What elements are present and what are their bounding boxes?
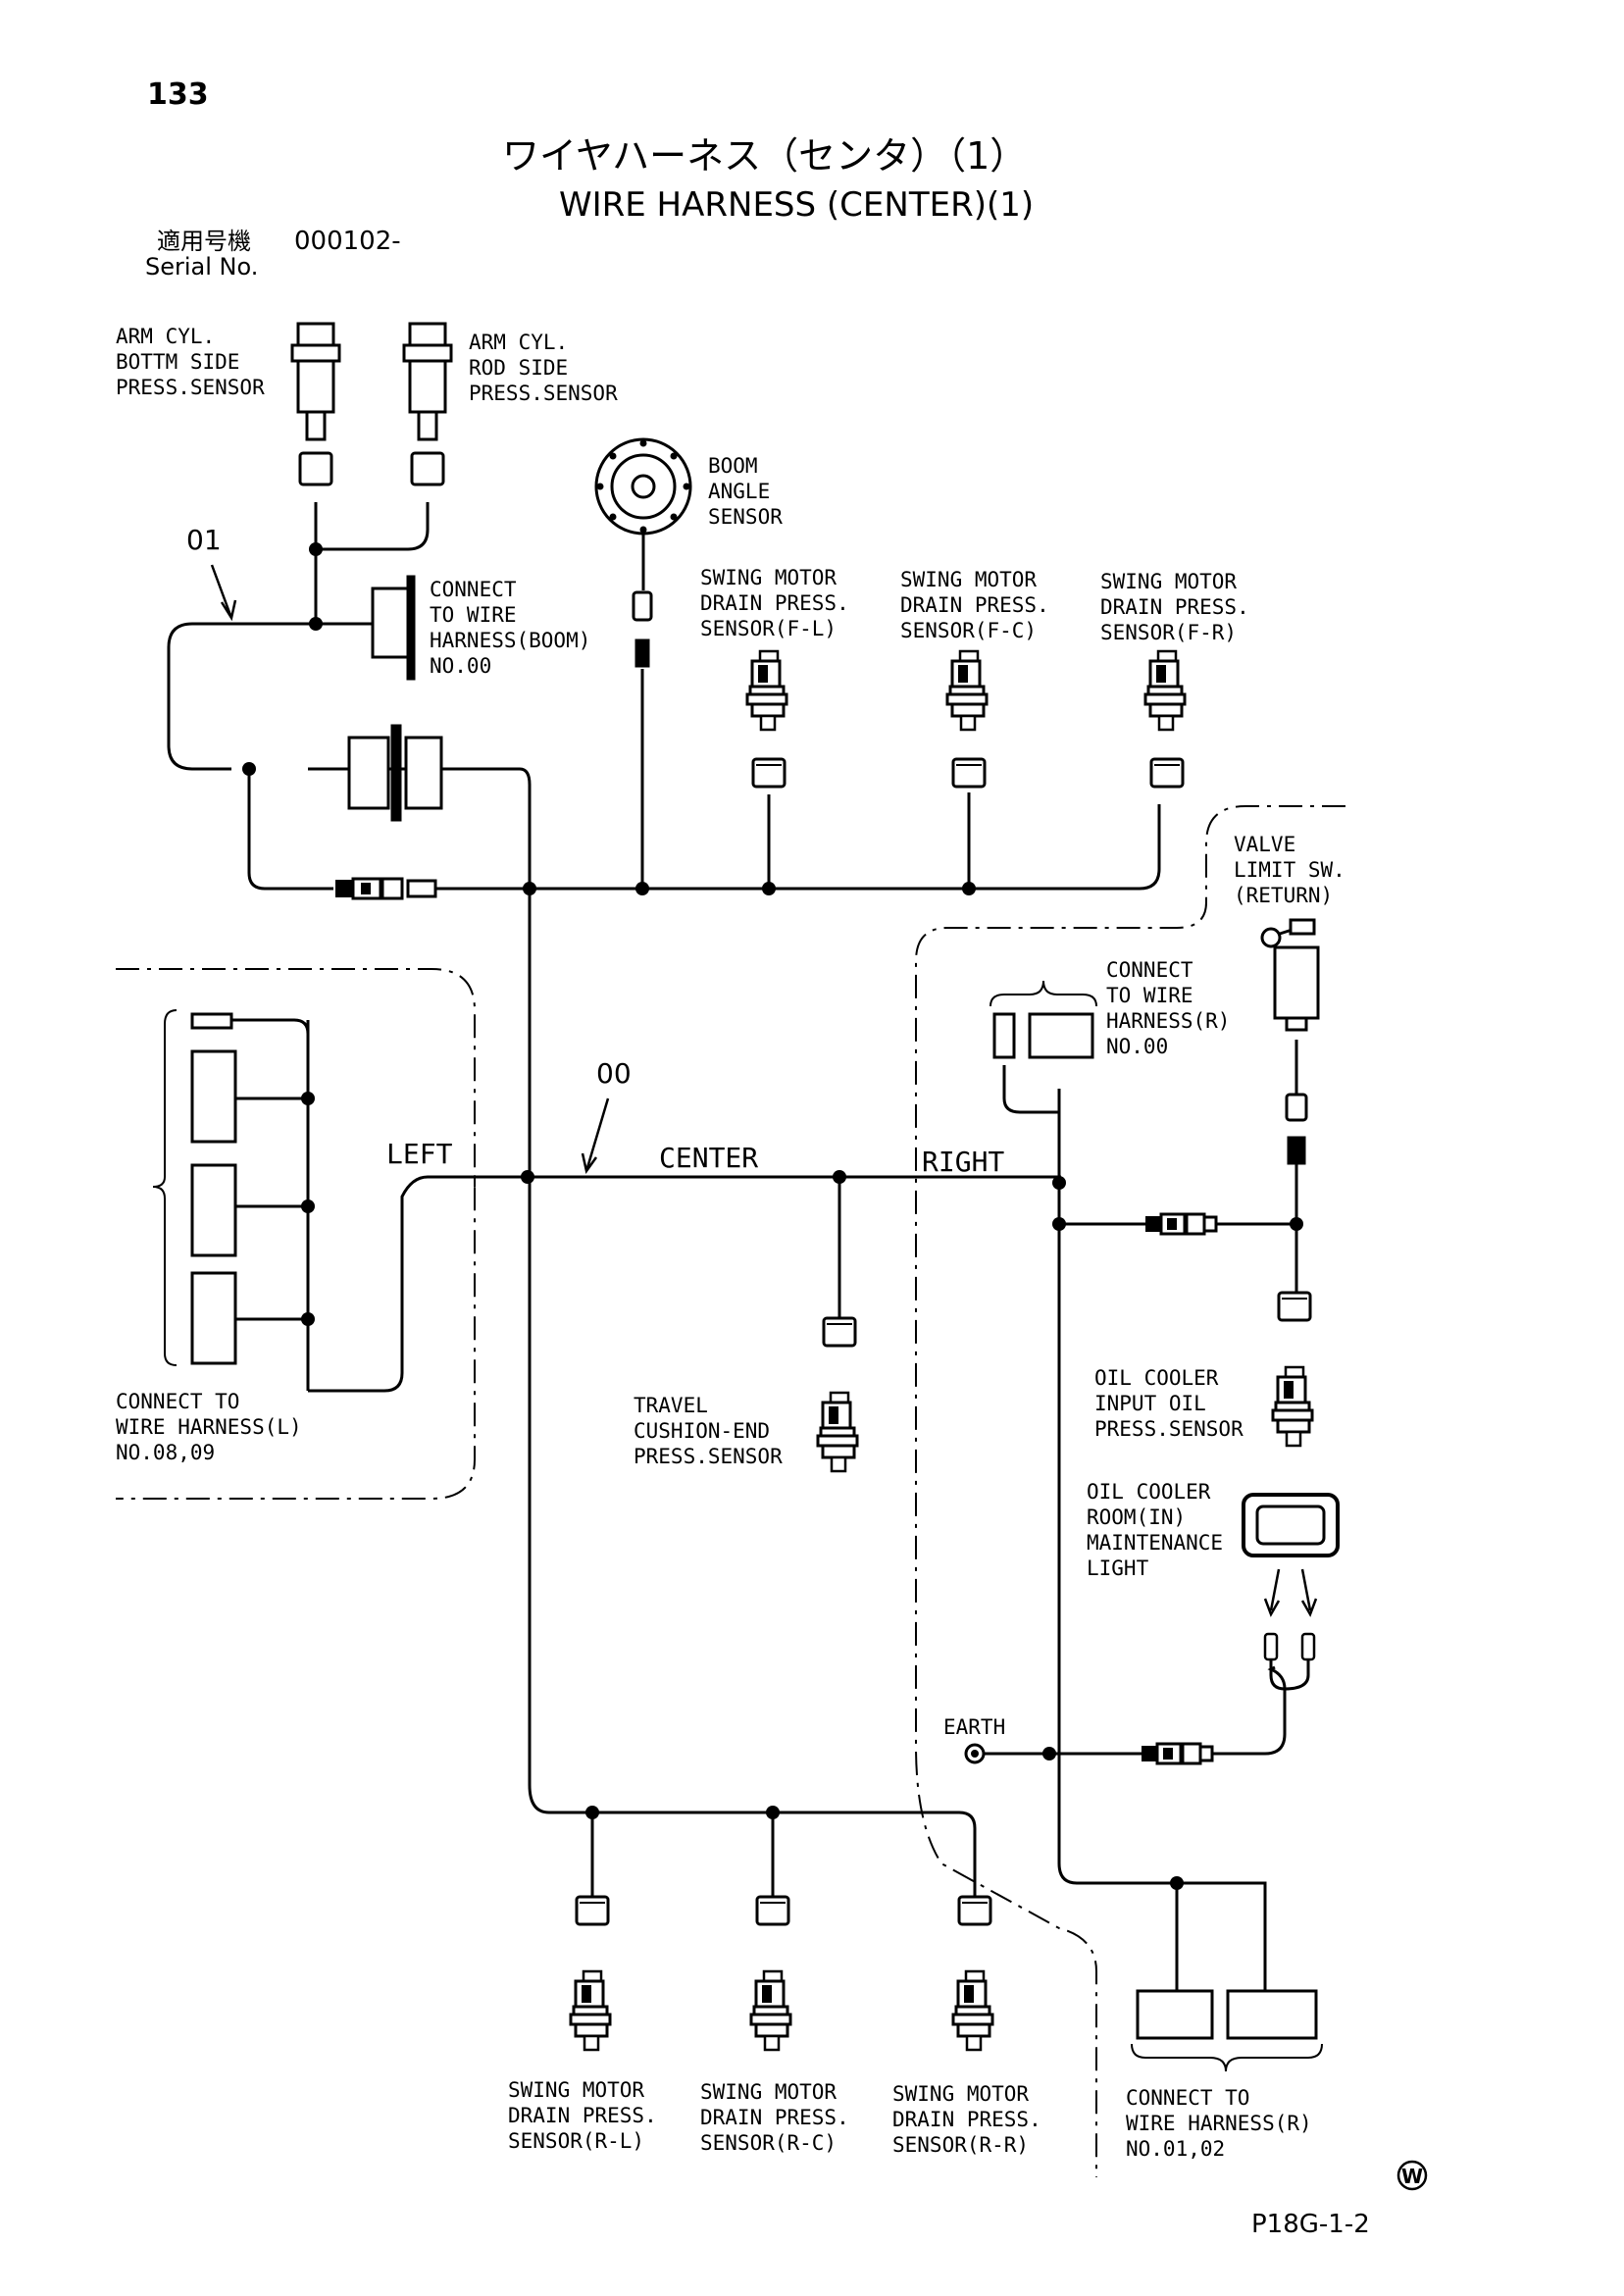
boundaries (116, 805, 1345, 2177)
earth-icon (964, 1743, 986, 1764)
swing-sensor-rl-icon (569, 1895, 612, 2052)
section-right: RIGHT (922, 1146, 1004, 1178)
wire-light (1212, 1665, 1287, 1756)
boundary-left (116, 968, 476, 1500)
serial-value: 000102- (294, 227, 401, 256)
swing-sensor-fr-icon (1143, 649, 1187, 789)
boundary-right (915, 805, 1345, 2177)
swing-sensor-fl-icon (745, 649, 788, 789)
watermark-mark: W (1396, 2160, 1428, 2191)
inline-connector-right-icon (1145, 1212, 1218, 1236)
swing-sensor-fc-icon (945, 649, 989, 789)
section-center: CENTER (659, 1142, 758, 1174)
swing-sensor-rc-icon (749, 1895, 792, 2052)
harness-01-label: 01 (186, 524, 222, 556)
left-harness-connectors-icon (190, 1012, 237, 1365)
wire-left-down (308, 1175, 429, 1393)
title-jp: ワイヤハーネス（センタ）（1） (502, 134, 1027, 178)
arm-bottom-sensor-icon (290, 322, 341, 486)
serial-label-en: Serial No. (145, 253, 258, 281)
wire-trunk-upper (308, 767, 532, 889)
wire-loop-left2 (431, 804, 1161, 891)
earth-label: EARTH (943, 1715, 1005, 1739)
wire-left-top (231, 1018, 310, 1035)
round-connector-icon (347, 724, 443, 822)
boom-angle-sensor-icon (594, 437, 692, 668)
valve-limit-switch-icon (1260, 918, 1320, 1165)
drawing-code: P18G-1-2 (1251, 2210, 1370, 2239)
harness-00-label: 00 (596, 1057, 632, 1090)
serial-label-jp: 適用号機 (157, 228, 251, 255)
swing-sensor-rr-icon (951, 1895, 994, 2052)
harness-00-arrow-icon (581, 1097, 610, 1175)
watermark-letter: W (1401, 2165, 1423, 2188)
wire-loop-top (167, 622, 373, 771)
inline-connector-top-icon (335, 877, 437, 900)
harness-r0102-connector-icon (1136, 1989, 1318, 2040)
harness-r00-brace-icon (990, 980, 1097, 1007)
oil-cooler-sensor-icon (1271, 1291, 1314, 1448)
left-harness-brace-icon (152, 1009, 178, 1366)
harness-r0102-brace-icon (1131, 2043, 1323, 2072)
wire-right-conn (1002, 1065, 1059, 1114)
boom-harness-connector-icon (371, 575, 416, 681)
travel-cushion-sensor-icon (816, 1316, 859, 1473)
junctions (242, 542, 1303, 1890)
section-left: LEFT (386, 1138, 453, 1170)
wire-right-trunk (1057, 1177, 1267, 1991)
wire-main-trunk (528, 889, 977, 1897)
page-number: 133 (147, 77, 209, 112)
maintenance-light-icon (1242, 1493, 1340, 1691)
harness-r00-connector-icon (992, 1012, 1094, 1059)
title-en: WIRE HARNESS (CENTER)(1) (559, 185, 1034, 225)
wire-arm-rod (314, 502, 430, 624)
inline-connector-earth-icon (1142, 1742, 1214, 1765)
wires (167, 502, 1298, 1991)
arm-rod-sensor-icon (402, 322, 453, 486)
harness-01-arrow-icon (210, 564, 237, 622)
wire-loop-left (247, 769, 333, 891)
